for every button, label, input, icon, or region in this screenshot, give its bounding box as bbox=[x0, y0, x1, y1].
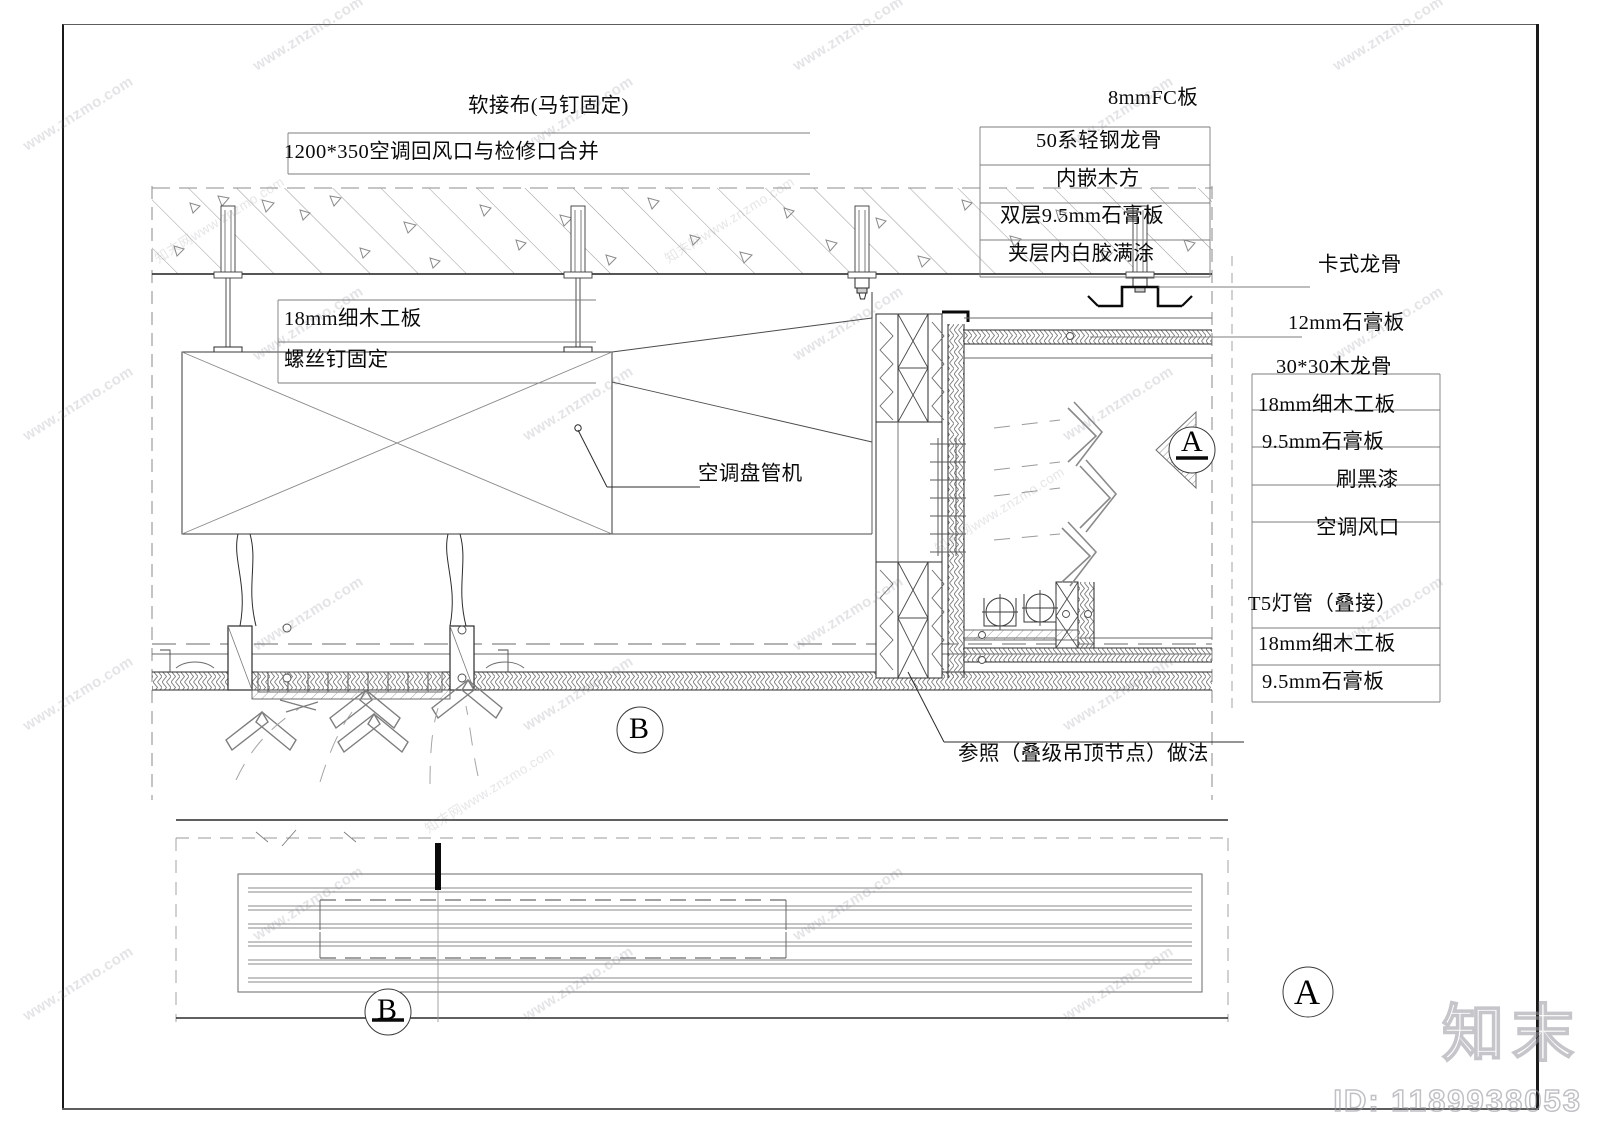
label-fc-board: 8mmFC板 bbox=[1108, 87, 1199, 109]
detail-mark-b-letter: B bbox=[629, 712, 650, 745]
label-white-glue: 夹层内白胶满涂 bbox=[1008, 243, 1155, 265]
label-t5-lamp: T5灯管（叠接） bbox=[1248, 593, 1397, 615]
label-wood-keel-3030: 30*30木龙骨 bbox=[1276, 356, 1392, 378]
plan-mark-a-letter: A bbox=[1294, 972, 1320, 1012]
label-gypsum-12: 12mm石膏板 bbox=[1288, 312, 1405, 334]
label-fan-coil-unit: 空调盘管机 bbox=[698, 463, 803, 485]
section-mark-a-letter: A bbox=[1181, 425, 1203, 458]
label-return-air-opening: 1200*350空调回风口与检修口合并 bbox=[284, 141, 600, 163]
plan-mark-b-letter: B bbox=[377, 993, 398, 1026]
label-blockboard-18-right: 18mm细木工板 bbox=[1258, 394, 1396, 416]
label-double-gypsum: 双层9.5mm石膏板 bbox=[1000, 205, 1165, 227]
label-screw-fixed: 螺丝钉固定 bbox=[284, 349, 389, 371]
label-gypsum-95-right: 9.5mm石膏板 bbox=[1262, 431, 1385, 453]
label-clip-keel: 卡式龙骨 bbox=[1318, 254, 1402, 276]
label-blockboard-18-bottom: 18mm细木工板 bbox=[1258, 633, 1396, 655]
sheet-border-bottom bbox=[62, 1108, 1538, 1110]
label-light-steel-keel: 50系轻钢龙骨 bbox=[1036, 130, 1162, 152]
label-air-outlet: 空调风口 bbox=[1316, 517, 1400, 539]
sheet-border-right bbox=[1536, 24, 1539, 1110]
label-reference-note: 参照（叠级吊顶节点）做法 bbox=[958, 743, 1209, 765]
label-soft-cloth: 软接布(马钉固定) bbox=[468, 95, 629, 117]
label-embedded-wood: 内嵌木方 bbox=[1056, 168, 1140, 190]
label-black-paint: 刷黑漆 bbox=[1336, 469, 1399, 491]
label-blockboard-18-left: 18mm细木工板 bbox=[284, 308, 422, 330]
label-gypsum-95-bottom: 9.5mm石膏板 bbox=[1262, 671, 1385, 693]
sheet-border bbox=[62, 24, 1538, 1110]
